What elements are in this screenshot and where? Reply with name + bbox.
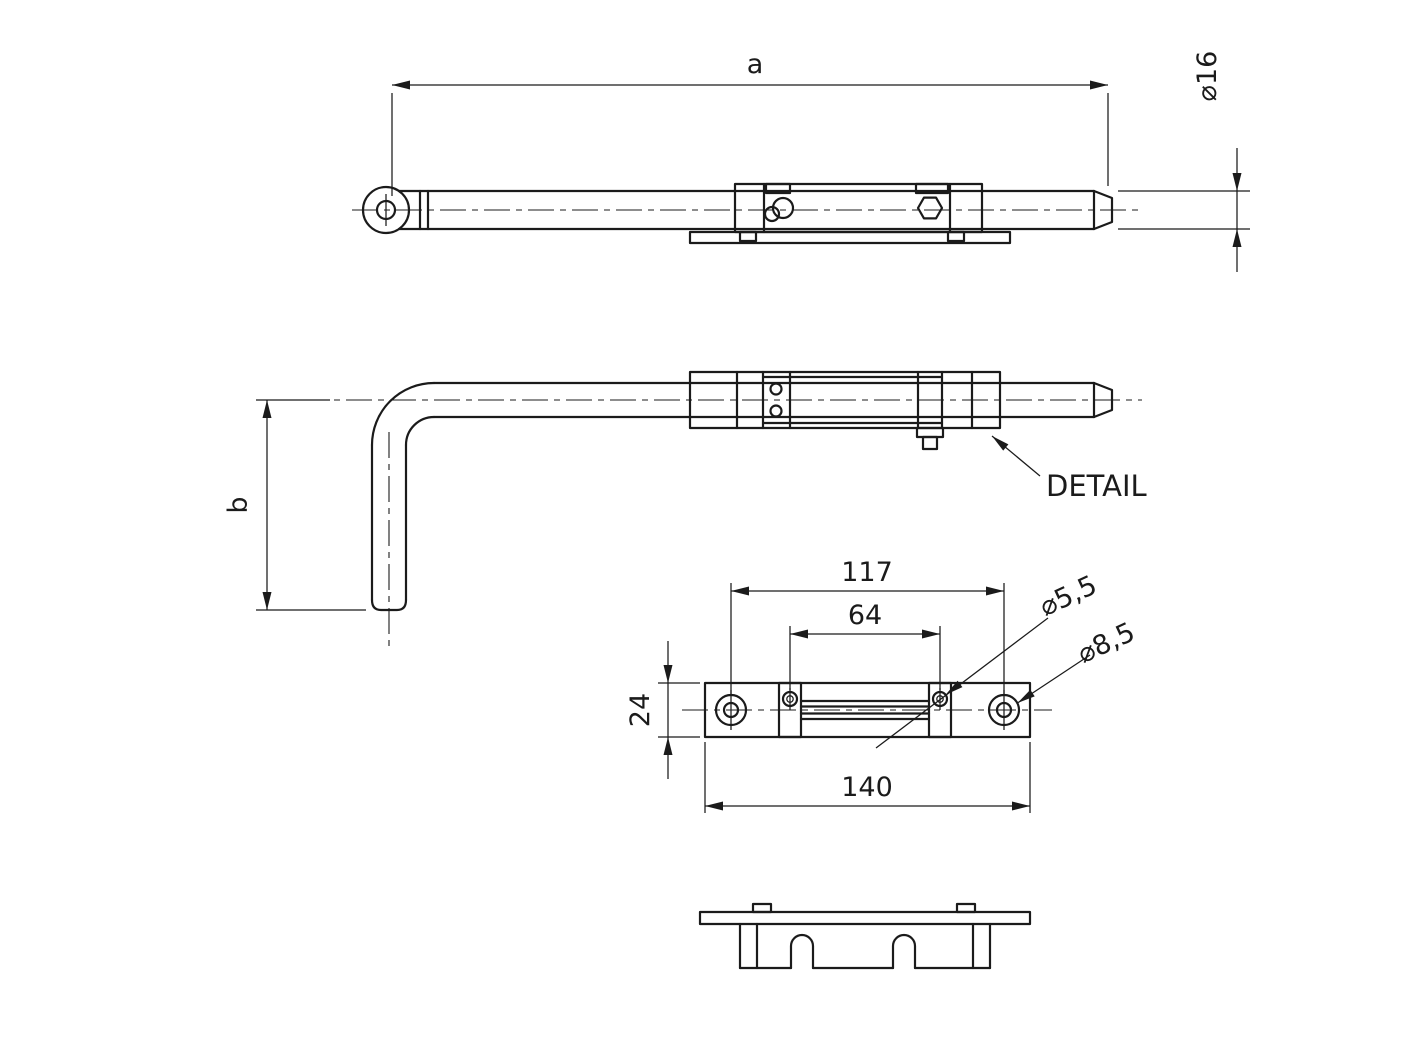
dim-label-diameter-16: ⌀16	[1192, 51, 1223, 102]
dim-label-a: a	[747, 49, 764, 80]
dimension-24: 24	[625, 641, 700, 779]
dim-label-diameter-5-5: ⌀5,5	[1035, 570, 1102, 623]
base-plate	[688, 230, 1012, 245]
dim-label-140: 140	[841, 772, 893, 803]
handle-bend-inner	[404, 415, 436, 447]
dimension-117: 117	[730, 557, 1005, 695]
view-front-elevation: b DETAIL	[223, 370, 1147, 648]
dim-label-diameter-8-5: ⌀8,5	[1073, 617, 1140, 670]
clamp-screw	[915, 426, 945, 439]
detail-label: DETAIL	[1046, 469, 1147, 503]
bolt-tip	[1092, 189, 1114, 231]
leader-diameter-5-5: ⌀5,5	[875, 570, 1102, 749]
dimension-a: a	[391, 49, 1109, 196]
hex-screw	[916, 196, 944, 220]
plate-flange	[698, 910, 1032, 926]
dimension-diameter-16: ⌀16	[1118, 51, 1250, 272]
dim-label-b: b	[223, 496, 254, 513]
view-side-elevation: a ⌀16	[352, 49, 1250, 272]
slot-left	[789, 933, 815, 970]
bolt-eye-outer	[361, 185, 411, 235]
handle-bend-outer	[370, 381, 436, 447]
view-bottom	[698, 902, 1032, 970]
dimension-64: 64	[789, 600, 941, 690]
leader-diameter-8-5: ⌀8,5	[1017, 617, 1140, 704]
view-plan: 117 64 24 140	[625, 557, 1140, 813]
guide-bracket-front	[688, 370, 1002, 430]
dimension-b: b	[223, 399, 366, 611]
dim-label-117: 117	[841, 557, 893, 588]
handle-end-cap	[370, 598, 408, 612]
dim-label-64: 64	[848, 600, 882, 631]
dim-label-24: 24	[625, 693, 656, 727]
mounting-plate	[703, 681, 1032, 739]
dimension-140: 140	[704, 742, 1031, 813]
slot-right	[891, 933, 917, 970]
detail-callout: DETAIL	[991, 435, 1147, 503]
